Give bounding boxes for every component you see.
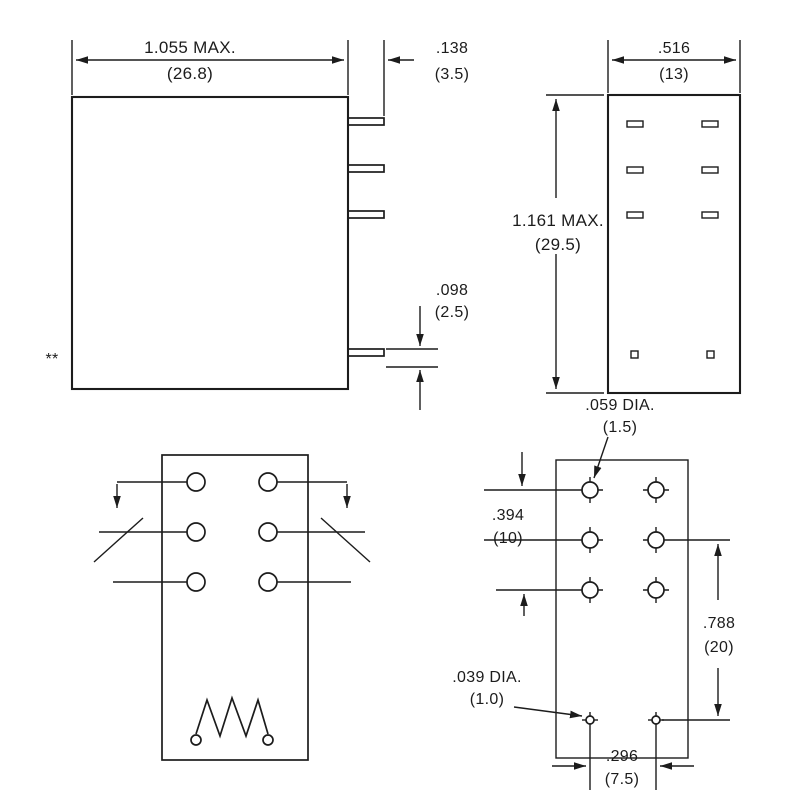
dim-row-pitch-in: .394 (492, 507, 524, 524)
pin-side-3 (347, 210, 385, 219)
hole-1 (581, 481, 599, 499)
footnote-asterisks: ** (45, 351, 58, 368)
dim-guide-hole-dia-in: .039 DIA. (452, 669, 521, 686)
dim-col-pitch: .296 (7.5) (552, 748, 694, 788)
dim-row-pitch-mm: (10) (493, 530, 523, 547)
dim-terminal-hole-dia-in: .059 DIA. (585, 397, 654, 414)
dim-pin-offset-mm: (2.5) (435, 304, 469, 321)
pin-side-4 (347, 348, 385, 357)
pin-slot-1 (626, 120, 644, 128)
board-view: .059 DIA. (1.5) .394 (10) .788 (20) .039… (452, 397, 735, 790)
dim-pin-protrusion: .138 (3.5) (383, 40, 469, 116)
dim-terminal-hole-dia-mm: (1.5) (603, 419, 637, 436)
dim-body-depth: .516 (13) (607, 40, 741, 93)
dim-body-width: 1.055 MAX. (26.8) (71, 38, 349, 95)
dim-col-pitch-mm: (7.5) (605, 771, 639, 788)
guide-holes (582, 712, 730, 790)
pin-slot-2 (701, 120, 719, 128)
pin-slot-4 (701, 166, 719, 174)
pin-side-1 (347, 117, 385, 126)
dim-body-height-in: 1.161 MAX. (512, 211, 604, 230)
hole-4 (647, 531, 665, 549)
hole-6 (647, 581, 665, 599)
relay-base-outline (161, 454, 309, 761)
dim-body-width-mm: (26.8) (167, 64, 213, 83)
movable-blade-right (320, 517, 371, 563)
pin-side-2 (347, 164, 385, 173)
relay-end-outline (606, 93, 742, 395)
coil-pin-slot-2 (706, 350, 715, 359)
coil-terminal-1 (190, 734, 202, 746)
dim-body-height: 1.161 MAX. (29.5) (512, 94, 604, 394)
board-outline (555, 459, 689, 759)
dim-pin-offset-in: .098 (436, 282, 468, 299)
pin-slot-6 (701, 211, 719, 219)
end-view: .516 (13) 1.161 MAX. (29.5) (512, 40, 742, 395)
hole-5 (581, 581, 599, 599)
dim-pin-protrusion-in: .138 (436, 40, 468, 57)
coil-symbol (190, 695, 274, 746)
dim-row-span-in: .788 (703, 615, 735, 632)
dim-row-pitch: .394 (10) (492, 452, 528, 616)
dim-row-span: .788 (20) (703, 544, 735, 716)
dim-row-span-mm: (20) (704, 639, 734, 656)
dim-guide-hole-dia: .039 DIA. (1.0) (452, 669, 583, 719)
relay-body-outline (70, 95, 350, 391)
dim-guide-hole-dia-mm: (1.0) (470, 691, 504, 708)
dim-body-width-in: 1.055 MAX. (144, 38, 236, 57)
side-view: 1.055 MAX. (26.8) .138 (3.5) .098 (2.5) … (45, 38, 469, 410)
hole-3 (581, 531, 599, 549)
pin-slot-3 (626, 166, 644, 174)
coil-terminal-2 (262, 734, 274, 746)
dim-body-height-mm: (29.5) (535, 235, 581, 254)
dim-body-depth-in: .516 (658, 40, 690, 57)
pin-slot-5 (626, 211, 644, 219)
dim-terminal-hole-dia: .059 DIA. (1.5) (585, 397, 654, 479)
dim-pin-offset: .098 (2.5) (386, 282, 469, 410)
dim-col-pitch-in: .296 (606, 748, 638, 765)
contact-schematic (93, 481, 371, 583)
dim-body-depth-mm: (13) (659, 66, 689, 83)
bottom-view (93, 454, 371, 761)
guide-hole-1 (585, 715, 595, 725)
guide-hole-2 (651, 715, 661, 725)
coil-pin-slot-1 (630, 350, 639, 359)
hole-2 (647, 481, 665, 499)
movable-blade-left (93, 517, 144, 563)
dim-pin-protrusion-mm: (3.5) (435, 66, 469, 83)
